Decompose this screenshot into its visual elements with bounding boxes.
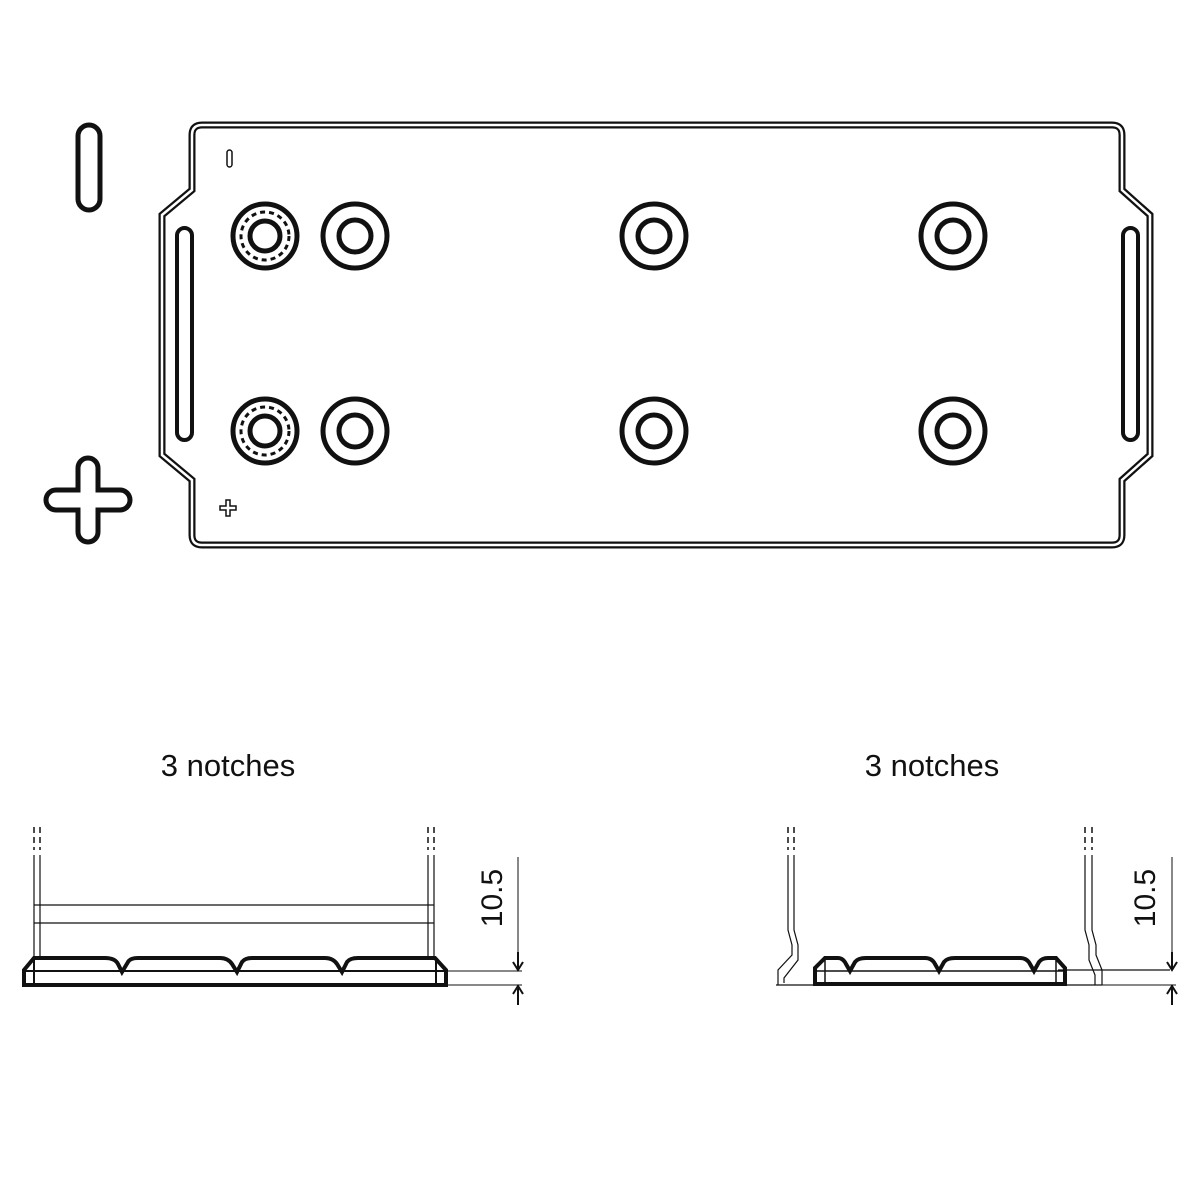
notch-label-left: 3 notches xyxy=(161,748,295,783)
small-plus-mark xyxy=(219,499,237,517)
handle-slot-left xyxy=(175,226,194,442)
cell-caps xyxy=(320,201,988,466)
side-view-right xyxy=(776,827,1170,986)
side-view-left xyxy=(22,827,448,987)
small-minus-mark xyxy=(226,149,233,168)
terminal-negative xyxy=(230,201,300,271)
dimension-right xyxy=(1102,857,1178,1005)
terminal-positive xyxy=(230,396,300,466)
handle-slot-right xyxy=(1121,226,1140,442)
dimension-left xyxy=(446,857,524,1005)
plus-symbol-icon xyxy=(43,455,133,545)
notch-label-right: 3 notches xyxy=(865,748,999,783)
dimension-label-right: 10.5 xyxy=(1129,869,1162,927)
battery-lid-outline xyxy=(158,121,1154,549)
minus-symbol-icon xyxy=(75,122,103,213)
dimension-label-left: 10.5 xyxy=(476,869,509,927)
